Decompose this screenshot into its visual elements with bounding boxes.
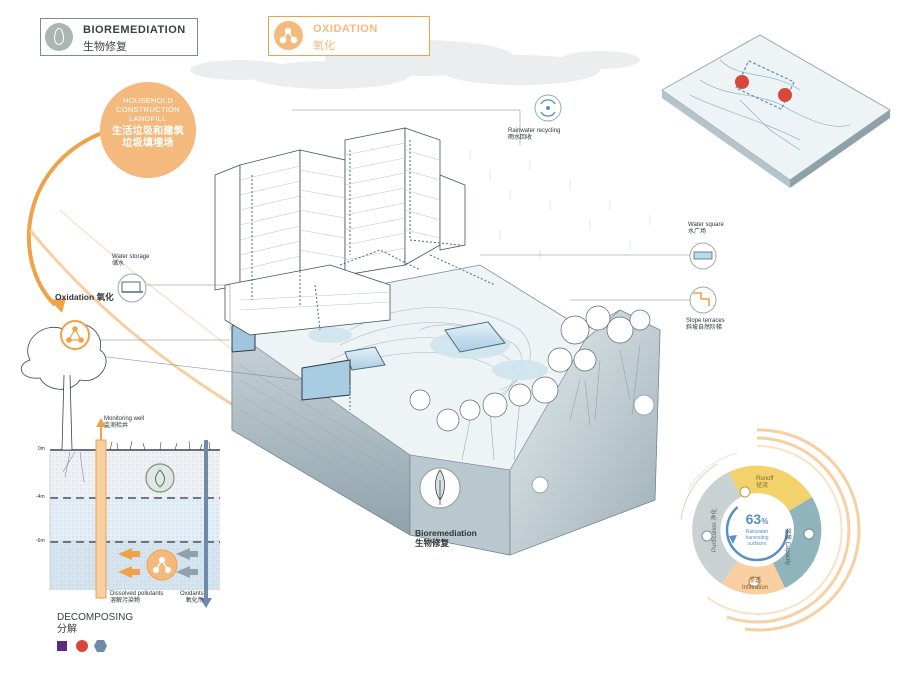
landfill-zh2: 垃圾填埋场 xyxy=(122,138,174,149)
landfill-zh1: 生活垃圾和建筑 xyxy=(111,126,185,137)
label-oxidants: Oxidants 氧化剂 xyxy=(180,591,204,604)
label-water-square: Water square 水广场 xyxy=(688,222,724,235)
depth-tick-0: 0m xyxy=(38,446,45,452)
cliff-icon-1 xyxy=(633,394,655,416)
ring-chart xyxy=(680,428,861,632)
slope-terraces-icon xyxy=(689,286,717,314)
legend-bioremediation-en: BIOREMEDIATION xyxy=(83,24,186,36)
legend-circle-icon xyxy=(76,640,88,652)
ring-purification: Purification 净化 xyxy=(712,508,718,552)
water-flow-lines xyxy=(251,140,496,410)
rain xyxy=(469,150,651,260)
depth-tick-2: -6m xyxy=(36,538,45,544)
depth-tick-1: -4m xyxy=(36,494,45,500)
ring-center: 63% Rainwater harvesting surfaces xyxy=(745,511,769,548)
label-decomposing: DECOMPOSING 分解 xyxy=(57,612,134,635)
landfill-line2: CONSTRUCTION xyxy=(115,105,180,114)
building-floors xyxy=(239,142,441,311)
site-map-block xyxy=(661,34,891,188)
label-oxidation: Oxidation 氧化 xyxy=(55,292,114,302)
leader-lines xyxy=(89,109,690,381)
label-rainwater: Rainwater recycling 雨水回收 xyxy=(508,128,561,141)
oxidation-node-icon xyxy=(60,320,90,350)
ring-capacity: 容量 Capacity xyxy=(784,528,790,566)
ring-runoff: Runoff 径流 xyxy=(756,476,774,489)
trees xyxy=(409,305,651,432)
legend-hexagon-icon xyxy=(94,640,107,652)
label-slope-terraces: Slope terraces 斜坡自然阶梯 xyxy=(686,318,725,331)
soil-section xyxy=(20,323,220,608)
bioremediation-node-icon xyxy=(419,467,461,509)
leaf-icon xyxy=(45,23,73,51)
ring-percent-sign: % xyxy=(761,517,769,526)
water-square-icon xyxy=(689,242,717,270)
recycle-icon xyxy=(534,94,562,122)
landfill-line3: LANDFILL xyxy=(129,114,167,123)
label-bioremediation: Bioremediation 生物修复 xyxy=(415,528,477,548)
legend-oxidation-en: OXIDATION xyxy=(313,23,378,35)
label-water-storage: Water storage 储水 xyxy=(112,254,150,267)
legend-square-icon xyxy=(57,641,67,651)
ring-percent: 63 xyxy=(745,511,762,527)
water-storage-icon xyxy=(117,273,147,303)
legend-bioremediation: BIOREMEDIATION 生物修复 xyxy=(40,18,198,56)
molecule-icon xyxy=(274,21,303,50)
buildings xyxy=(214,127,466,336)
landfill-circle: HOUSEHOLD CONSTRUCTION LANDFILL 生活垃圾和建筑 … xyxy=(100,82,196,178)
legend-bioremediation-zh: 生物修复 xyxy=(83,41,127,53)
label-dissolved-pollutants: Dissolved pollutants 溶解污染物 xyxy=(110,591,164,604)
legend-oxidation-zh: 氧化 xyxy=(313,40,335,52)
landfill-line1: HOUSEHOLD xyxy=(122,96,174,105)
cliff-icon-2 xyxy=(531,476,549,494)
label-monitoring-well: Monitoring well 监测检井 xyxy=(104,416,145,429)
legend-oxidation: OXIDATION 氧化 xyxy=(268,16,430,56)
ring-infiltration: 渗透 Infiltration xyxy=(742,578,769,591)
